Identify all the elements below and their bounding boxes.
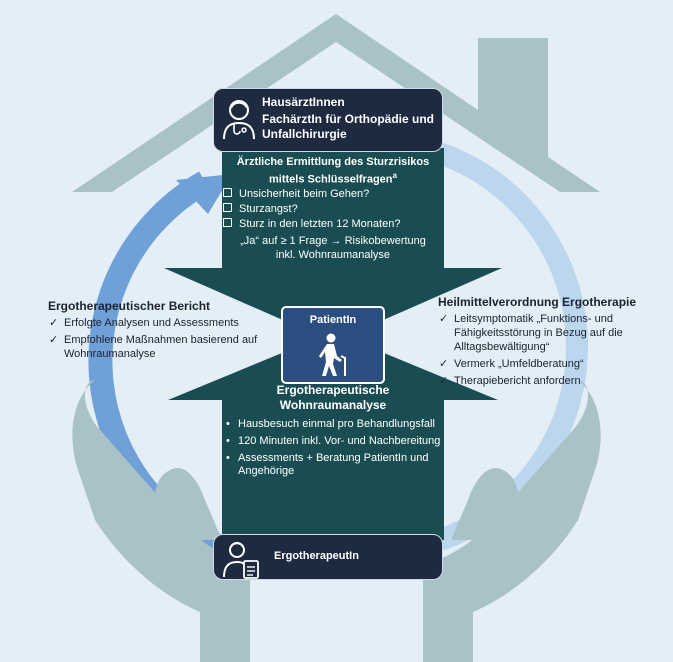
checkbox-icon xyxy=(223,202,232,212)
doctor-panel: HausärztInnen FachärztIn für Orthopädie … xyxy=(213,88,443,152)
prescription-item: Vermerk „Umfeldberatung“ xyxy=(438,357,648,371)
home-analysis-item: Hausbesuch einmal pro Behandlungsfall xyxy=(226,418,444,431)
doctor-icon xyxy=(223,100,255,140)
cycle-arrow-head-left xyxy=(176,174,232,214)
prescription-block: Heilmittelverordnung Ergotherapie Leitsy… xyxy=(438,295,648,391)
doctor-title: HausärztInnen xyxy=(262,95,345,109)
right-hand-thumb xyxy=(451,468,518,540)
therapist-panel: ErgotherapeutIn xyxy=(213,534,443,580)
home-analysis-item: 120 Minuten inkl. Vor- und Nachbereitung xyxy=(226,435,444,448)
report-title: Ergotherapeutischer Bericht xyxy=(48,299,211,313)
screening-block: Ärztliche Ermittlung des Sturzrisikos mi… xyxy=(223,155,443,262)
screening-question: Sturz in den letzten 12 Monaten? xyxy=(223,217,443,232)
screening-question-text: Sturz in den letzten 12 Monaten? xyxy=(239,217,401,230)
patient-box: PatientIn xyxy=(281,306,385,384)
patient-label: PatientIn xyxy=(309,314,357,326)
screening-superscript: a xyxy=(392,171,397,180)
elderly-person-with-cane-icon xyxy=(319,333,346,376)
report-item: Erfolgte Analysen und Assessments xyxy=(48,316,263,330)
house-roof-shape xyxy=(72,14,600,192)
screening-note-line1: „Ja“ auf ≥ 1 Frage → Risikobewertung xyxy=(240,234,426,247)
left-hand-thumb xyxy=(155,468,222,540)
screening-heading-line1: Ärztliche Ermittlung des Sturzrisikos xyxy=(236,156,430,168)
screening-question-text: Sturzangst? xyxy=(239,202,298,215)
screening-note: „Ja“ auf ≥ 1 Frage → Risikobewertung ink… xyxy=(223,234,443,262)
checkbox-icon xyxy=(223,187,232,197)
report-item: Empfohlene Maßnahmen basierend auf Wohnr… xyxy=(48,333,263,361)
screening-question: Sturzangst? xyxy=(223,202,443,217)
prescription-item: Leitsymptomatik „Funktions- und Fähigkei… xyxy=(438,312,648,354)
screening-note-line2: inkl. Wohnraumanalyse xyxy=(275,248,391,261)
doctor-subtitle: FachärztIn für Orthopädie und Unfallchir… xyxy=(262,112,435,141)
prescription-title: Heilmittelverordnung Ergotherapie xyxy=(438,295,637,309)
home-analysis-list: Hausbesuch einmal pro Behandlungsfall 12… xyxy=(226,418,444,482)
therapist-label: ErgotherapeutIn xyxy=(274,550,359,562)
screening-question-text: Unsicherheit beim Gehen? xyxy=(239,187,370,200)
report-block: Ergotherapeutischer Bericht Erfolgte Ana… xyxy=(48,299,263,364)
screening-question: Unsicherheit beim Gehen? xyxy=(223,187,443,202)
checkbox-icon xyxy=(223,217,232,227)
home-analysis-title: Ergotherapeutische Wohnraumanalyse xyxy=(276,383,390,412)
prescription-item: Therapiebericht anfordern xyxy=(438,374,648,388)
screening-heading-line2-text: mittels Schlüsselfragen xyxy=(269,173,393,186)
therapist-with-clipboard-icon xyxy=(223,542,259,579)
home-analysis-item: Assessments + Beratung PatientIn und Ang… xyxy=(226,452,444,478)
screening-heading-line2: mittels Schlüsselfragena xyxy=(223,169,443,187)
down-arrow-shape xyxy=(164,148,502,342)
